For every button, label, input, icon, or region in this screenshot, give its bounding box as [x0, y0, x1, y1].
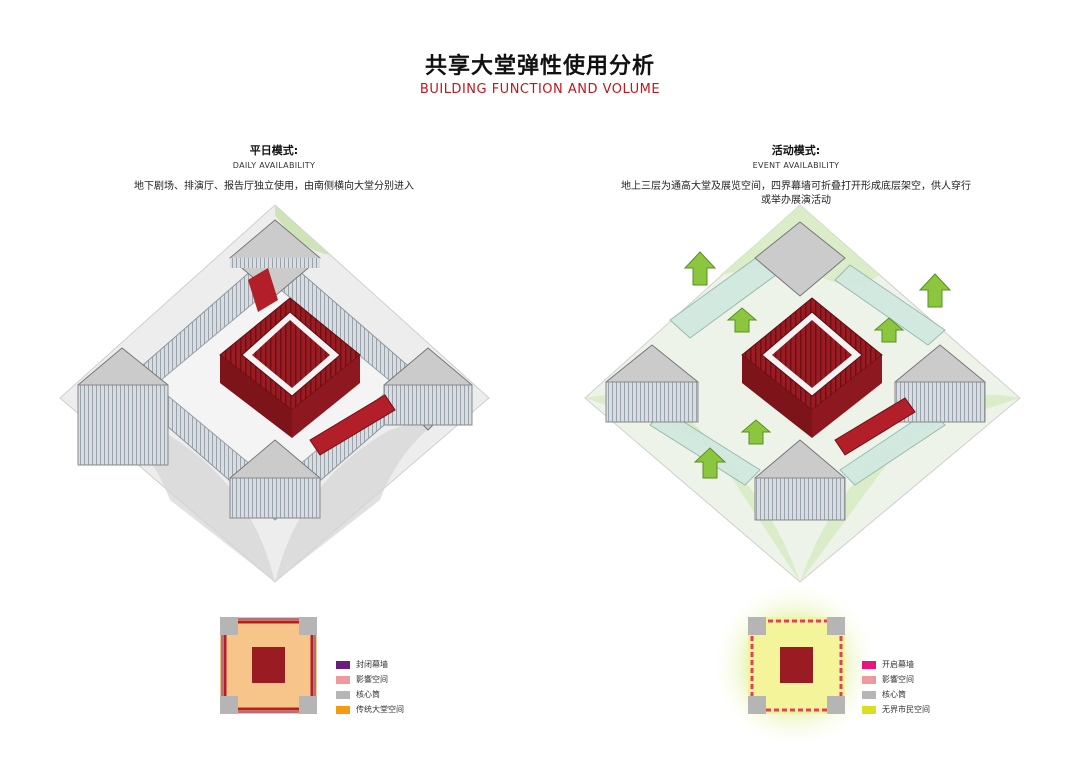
daily-mode-title: 平日模式: [249, 144, 299, 157]
legend-item-influence-space: 影響空间 [862, 672, 930, 687]
legend-label: 核心筒 [882, 690, 906, 699]
event-legend: 开启幕墙 影響空间 核心筒 无界市民空间 [862, 657, 930, 717]
event-mode-title: 活动模式: [771, 144, 821, 157]
legend-label: 传统大堂空间 [356, 705, 404, 714]
legend-swatch [336, 675, 350, 684]
legend-item-influence-space: 影響空间 [336, 672, 404, 687]
legend-label: 封闭幕墙 [356, 660, 388, 669]
page-subtitle: BUILDING FUNCTION AND VOLUME [419, 82, 661, 97]
legend-label: 影響空间 [356, 675, 388, 684]
legend-swatch [862, 675, 876, 684]
event-mode-description-line1: 地上三层为通高大堂及展览空间，四界幕墙可折叠打开形成底层架空，供人穿行 [621, 181, 971, 192]
event-mode-header: 活动模式: EVENT AVAILABILITY 地上三层为通高大堂及展览空间，… [586, 142, 1006, 208]
legend-label: 影響空间 [882, 675, 914, 684]
daily-plan-diagram [220, 617, 317, 714]
daily-mode-header: 平日模式: DAILY AVAILABILITY 地下剧场、排演厅、报告厅独立使… [64, 142, 484, 194]
event-mode-description: 地上三层为通高大堂及展览空间，四界幕墙可折叠打开形成底层架空，供人穿行 或举办展… [586, 180, 1006, 208]
legend-label: 开启幕墙 [882, 660, 914, 669]
legend-item-open-curtain-wall: 开启幕墙 [862, 657, 930, 672]
daily-mode-en: DAILY AVAILABILITY [232, 161, 316, 170]
legend-item-boundless-civic-space: 无界市民空间 [862, 702, 930, 717]
daily-legend: 封闭幕墙 影響空间 核心筒 传统大堂空间 [336, 657, 404, 717]
legend-swatch [862, 705, 876, 714]
event-plan-diagram [710, 580, 880, 750]
legend-label: 核心筒 [356, 690, 380, 699]
legend-item-core: 核心筒 [336, 687, 404, 702]
legend-swatch [336, 705, 350, 714]
legend-swatch [336, 690, 350, 699]
page-title: 共享大堂弹性使用分析 [424, 54, 655, 79]
event-mode-description-line2: 或举办展演活动 [761, 195, 831, 206]
legend-item-traditional-lobby: 传统大堂空间 [336, 702, 404, 717]
event-axonometric [584, 204, 1021, 583]
event-mode-en: EVENT AVAILABILITY [752, 161, 840, 170]
legend-item-core: 核心筒 [862, 687, 930, 702]
legend-swatch [862, 690, 876, 699]
legend-swatch [336, 660, 350, 669]
daily-mode-description: 地下剧场、排演厅、报告厅独立使用，由南侧横向大堂分别进入 [134, 181, 414, 192]
legend-item-closed-curtain-wall: 封闭幕墙 [336, 657, 404, 672]
legend-label: 无界市民空间 [882, 705, 930, 714]
legend-swatch [862, 660, 876, 669]
daily-axonometric [59, 204, 490, 583]
